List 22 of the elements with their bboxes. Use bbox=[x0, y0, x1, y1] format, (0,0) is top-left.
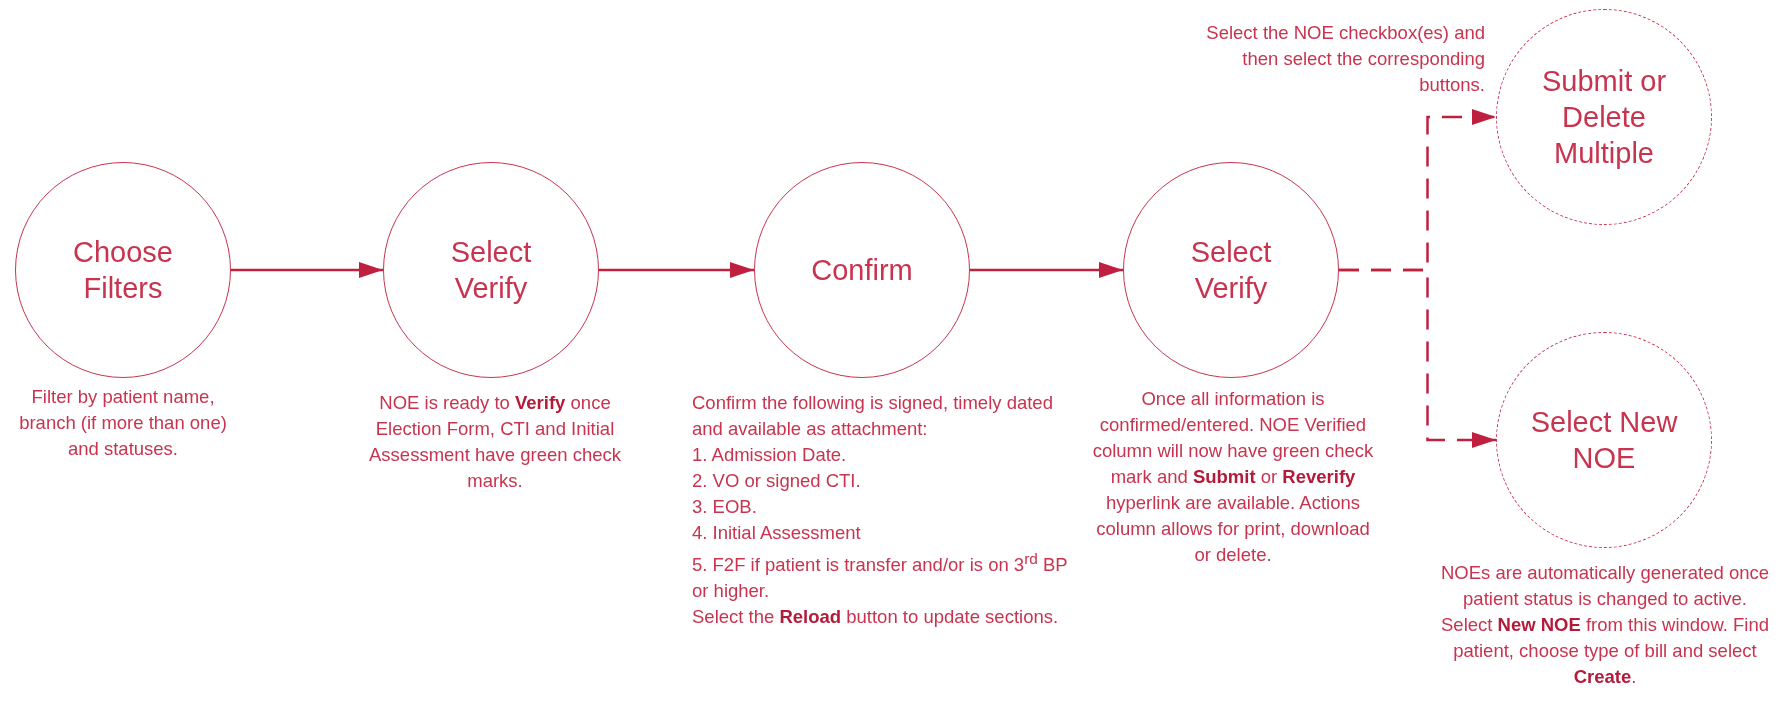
step-title: Submit or Delete Multiple bbox=[1540, 64, 1668, 171]
arrow bbox=[970, 262, 1123, 278]
description-line: 5. F2F if patient is transfer and/or is on 3$^{rd}$ BP or higher. bbox=[692, 549, 1069, 604]
description-line: Select the Reload button to update sections. bbox=[692, 605, 1060, 630]
step-description: Once all information is confirmed/entered. NOE Verified column will now have green check mark and Submit or Reverify hyperlink are available. Actions column allows for print, download or delete. bbox=[1091, 387, 1375, 567]
step-description: Filter by patient name, branch (if more than one) and statuses. bbox=[18, 385, 228, 461]
arrow bbox=[599, 262, 754, 278]
step-title: Select New NOE bbox=[1529, 405, 1679, 476]
step-title: Select Verify bbox=[449, 235, 533, 306]
description-line: Confirm the following is signed, timely dated and available as attachment: bbox=[692, 391, 1054, 441]
step-description: Select the NOE checkbox(es) and then select the corresponding buttons. bbox=[1205, 21, 1485, 97]
step-description: NOE is ready to Verify once Election Form, CTI and Initial Assessment have green check marks. bbox=[368, 391, 622, 493]
step-description: NOEs are automatically generated once patient status is changed to active. Select New NOE from this window. Find patient, choose type of bill and select Create. bbox=[1440, 561, 1770, 689]
step-title: Choose Filters bbox=[72, 235, 174, 306]
description-line: 3. EOB. bbox=[692, 495, 758, 519]
description-line: 2. VO or signed CTI. bbox=[692, 469, 862, 493]
description-line: 4. Initial Assessment bbox=[692, 521, 862, 545]
description-line: 1. Admission Date. bbox=[692, 443, 848, 467]
arrow bbox=[231, 262, 383, 278]
step-title: Confirm bbox=[811, 253, 913, 288]
arrow bbox=[1339, 268, 1496, 448]
step-title: Select Verify bbox=[1189, 235, 1273, 306]
